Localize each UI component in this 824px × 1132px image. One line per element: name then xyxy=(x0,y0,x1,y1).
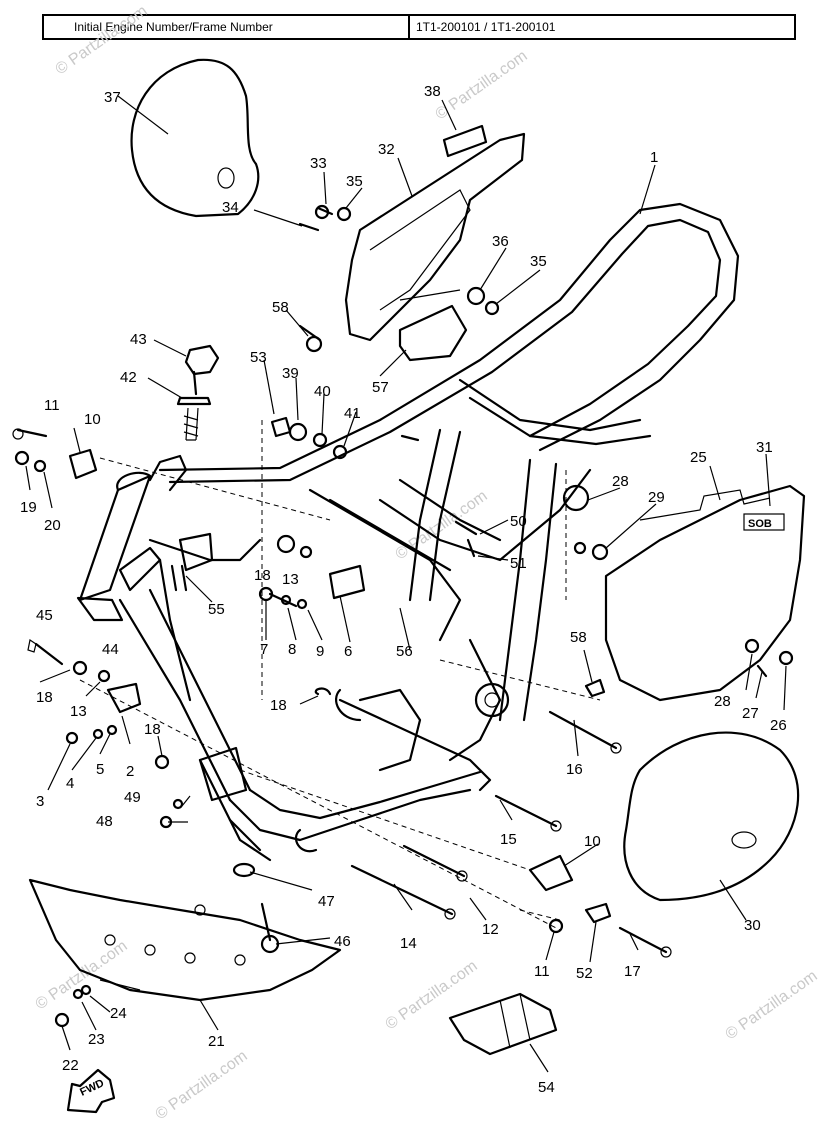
callout-29: 29 xyxy=(648,489,665,506)
callout-56: 56 xyxy=(396,643,413,660)
rubber-band xyxy=(448,992,558,1056)
callout-5: 5 xyxy=(96,761,104,778)
callout-28: 28 xyxy=(612,473,629,490)
fwd-text: FWD xyxy=(78,1077,106,1098)
header-value: 1T1-200101 / 1T1-200101 xyxy=(416,20,556,34)
callout-21: 21 xyxy=(208,1033,225,1050)
frame-number-header: Initial Engine Number/Frame Number 1T1-2… xyxy=(42,14,796,40)
callout-labels: 1 2 3 4 5 6 7 8 9 10 10 11 11 12 13 13 1… xyxy=(20,83,787,1096)
callout-7: 7 xyxy=(260,641,268,658)
callout-24: 24 xyxy=(110,1005,127,1022)
callout-6: 6 xyxy=(344,643,352,660)
skid-plate xyxy=(28,878,342,1002)
callout-36: 36 xyxy=(492,233,509,250)
callout-10: 10 xyxy=(84,411,101,428)
side-cover-upper xyxy=(344,132,526,342)
callout-27: 27 xyxy=(742,705,759,722)
callout-51: 51 xyxy=(510,555,527,572)
callout-13: 13 xyxy=(282,571,299,588)
side-cover-left xyxy=(130,58,260,218)
fasteners xyxy=(12,204,794,1028)
callout-18: 18 xyxy=(270,697,287,714)
callout-2: 2 xyxy=(126,763,134,780)
callout-41: 41 xyxy=(344,405,361,422)
callout-4: 4 xyxy=(66,775,74,792)
callout-18: 18 xyxy=(144,721,161,738)
callout-11: 11 xyxy=(44,397,60,414)
callout-37: 37 xyxy=(104,89,121,106)
callout-52: 52 xyxy=(576,965,593,982)
side-cover-right xyxy=(623,731,800,902)
callout-28: 28 xyxy=(714,693,731,710)
callout-45: 45 xyxy=(36,607,53,624)
callout-14: 14 xyxy=(400,935,417,952)
callout-46: 46 xyxy=(334,933,351,950)
plate-number-text: SOB xyxy=(748,518,772,530)
callout-53: 53 xyxy=(250,349,267,366)
callout-20: 20 xyxy=(44,517,61,534)
watermark: © Partzilla.com xyxy=(153,1048,251,1124)
callout-39: 39 xyxy=(282,365,299,382)
callout-40: 40 xyxy=(314,383,331,400)
callout-15: 15 xyxy=(500,831,517,848)
callout-32: 32 xyxy=(378,141,395,158)
callout-13: 13 xyxy=(70,703,87,720)
callout-12: 12 xyxy=(482,921,499,938)
callout-26: 26 xyxy=(770,717,787,734)
callout-31: 31 xyxy=(756,439,773,456)
leader-lines xyxy=(25,95,787,1073)
callout-30: 30 xyxy=(744,917,761,934)
callout-23: 23 xyxy=(88,1031,105,1048)
callout-34: 34 xyxy=(222,199,239,216)
cap-assembly xyxy=(176,344,220,441)
label-sticker xyxy=(442,124,488,158)
callout-47: 47 xyxy=(318,893,335,910)
callout-50: 50 xyxy=(510,513,527,530)
fwd-arrow-badge: FWD xyxy=(66,1068,116,1114)
callout-17: 17 xyxy=(624,963,641,980)
main-frame xyxy=(76,202,740,862)
callout-35: 35 xyxy=(346,173,363,190)
callout-54: 54 xyxy=(538,1079,555,1096)
callout-42: 42 xyxy=(120,369,137,386)
assembly-lines xyxy=(79,420,601,931)
callout-19: 19 xyxy=(20,499,37,516)
watermark: © Partzilla.com xyxy=(53,3,151,79)
callout-9: 9 xyxy=(316,643,324,660)
number-plate-right: SOB xyxy=(604,484,806,702)
callout-22: 22 xyxy=(62,1057,79,1074)
callout-35: 35 xyxy=(530,253,547,270)
callout-57: 57 xyxy=(372,379,389,396)
callout-3: 3 xyxy=(36,793,44,810)
callout-33: 33 xyxy=(310,155,327,172)
callout-25: 25 xyxy=(690,449,707,466)
watermark: © Partzilla.com xyxy=(723,968,821,1044)
callout-8: 8 xyxy=(288,641,296,658)
watermark: © Partzilla.com xyxy=(33,938,131,1014)
callout-10: 10 xyxy=(584,833,601,850)
callout-43: 43 xyxy=(130,331,147,348)
callout-55: 55 xyxy=(208,601,225,618)
callout-48: 48 xyxy=(96,813,113,830)
header-label: Initial Engine Number/Frame Number xyxy=(44,16,410,38)
callout-18: 18 xyxy=(254,567,271,584)
callout-44: 44 xyxy=(102,641,119,658)
callout-49: 49 xyxy=(124,789,141,806)
callout-1: 1 xyxy=(650,149,658,166)
callout-16: 16 xyxy=(566,761,583,778)
watermark: © Partzilla.com xyxy=(383,958,481,1034)
plate-piece xyxy=(398,304,468,362)
callout-58: 58 xyxy=(272,299,289,316)
callout-18: 18 xyxy=(36,689,53,706)
callout-58: 58 xyxy=(570,629,587,646)
callout-11: 11 xyxy=(534,963,550,980)
callout-38: 38 xyxy=(424,83,441,100)
